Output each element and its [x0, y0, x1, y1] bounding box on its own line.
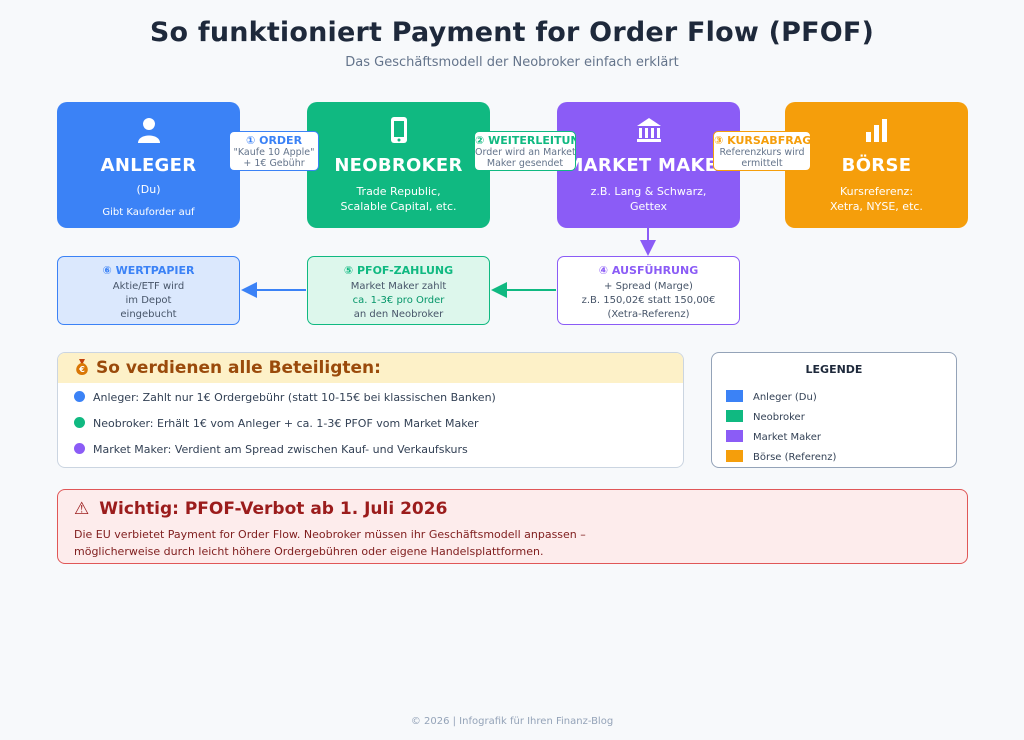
- step-wertpapier: ⑥ WERTPAPIER Aktie/ETF wird im Depot ein…: [57, 256, 240, 325]
- legend-swatch: [726, 450, 743, 462]
- step-pfof-line3: an den Neobroker: [353, 309, 444, 320]
- warning-icon: ⚠: [74, 499, 90, 519]
- benefits-title: So verdienen alle Beteiligten:: [96, 358, 381, 378]
- step-pfof-title: ⑤ PFOF-ZAHLUNG: [343, 264, 454, 277]
- phone-icon: [307, 116, 490, 151]
- legend-label: Anleger (Du): [753, 392, 817, 403]
- card-anleger-desc: Gibt Kauforder auf: [102, 207, 195, 218]
- person-icon: [57, 116, 240, 151]
- legend-label: Neobroker: [753, 412, 805, 423]
- step-pfof-line1: Market Maker zahlt: [350, 281, 447, 292]
- connector-weiterleitung-line2: Maker gesendet: [486, 158, 564, 169]
- money-bag-icon: €: [74, 356, 90, 386]
- card-neobroker-name: NEOBROKER: [334, 155, 463, 176]
- legend-swatch: [726, 430, 743, 442]
- connector-order-title: ① ORDER: [245, 134, 303, 147]
- benefits-box: € So verdienen alle Beteiligten: Anleger…: [57, 352, 684, 468]
- chart-icon: [785, 116, 968, 151]
- card-boerse-name: BÖRSE: [841, 155, 912, 176]
- step-wertpapier-line2: im Depot: [125, 295, 172, 306]
- warning-body: Die EU verbietet Payment for Order Flow.…: [74, 526, 974, 560]
- connector-order: ① ORDER "Kaufe 10 Apple" + 1€ Gebühr: [229, 131, 319, 171]
- warning-line1: Die EU verbietet Payment for Order Flow.…: [74, 528, 586, 541]
- card-neobroker-desc2: Scalable Capital, etc.: [340, 200, 457, 213]
- connector-kursabfrage-line1: Referenzkurs wird: [719, 147, 805, 158]
- connector-kursabfrage: ③ KURSABFRAGE Referenzkurs wird ermittel…: [713, 131, 811, 171]
- step-ausfuehrung: ④ AUSFÜHRUNG + Spread (Marge) z.B. 150,0…: [557, 256, 740, 325]
- footer: © 2026 | Infografik für Ihren Finanz-Blo…: [410, 716, 614, 727]
- connector-order-line2: + 1€ Gebühr: [243, 158, 305, 169]
- card-anleger-name: ANLEGER: [100, 155, 197, 176]
- card-boerse-desc2: Xetra, NYSE, etc.: [830, 200, 923, 213]
- step-pfof-line2: ca. 1-3€ pro Order: [352, 295, 445, 306]
- benefits-header: € So verdienen alle Beteiligten:: [58, 353, 683, 383]
- warning-line2: möglicherweise durch leicht höhere Order…: [74, 545, 544, 558]
- benefit-item-market-maker-text: Market Maker: Verdient am Spread zwische…: [93, 443, 468, 456]
- benefit-item-neobroker: Neobroker: Erhält 1€ vom Anleger + ca. 1…: [74, 417, 479, 430]
- step-pfof-zahlung: ⑤ PFOF-ZAHLUNG Market Maker zahlt ca. 1-…: [307, 256, 490, 325]
- legend-swatch: [726, 390, 743, 402]
- card-boerse: BÖRSE Kursreferenz: Xetra, NYSE, etc.: [785, 102, 968, 228]
- legend-item-anleger: Anleger (Du): [726, 390, 817, 403]
- legend-label: Market Maker: [753, 432, 822, 443]
- card-neobroker-desc1: Trade Republic,: [356, 185, 441, 198]
- page-subtitle: Das Geschäftsmodell der Neobroker einfac…: [345, 55, 679, 70]
- card-neobroker: NEOBROKER Trade Republic, Scalable Capit…: [307, 102, 490, 228]
- card-boerse-desc1: Kursreferenz:: [839, 185, 914, 198]
- legend-item-neobroker: Neobroker: [726, 410, 805, 423]
- legend-label: Börse (Referenz): [753, 452, 837, 463]
- connector-order-line1: "Kaufe 10 Apple": [233, 147, 315, 158]
- card-market-maker-name: MARKET MAKER: [565, 155, 732, 176]
- legend-item-market-maker: Market Maker: [726, 430, 821, 443]
- connector-weiterleitung-line1: Order wird an Market: [475, 147, 576, 158]
- connector-weiterleitung: ② WEITERLEITUNG Order wird an Market Mak…: [474, 131, 576, 171]
- bullet-dot-icon: [74, 417, 85, 428]
- legend-swatch: [726, 410, 743, 422]
- bank-icon: [557, 116, 740, 151]
- step-ausfuehrung-line3: (Xetra-Referenz): [607, 309, 690, 320]
- benefit-item-anleger-text: Anleger: Zahlt nur 1€ Ordergebühr (statt…: [93, 391, 496, 404]
- card-market-maker-desc1: z.B. Lang & Schwarz,: [590, 185, 707, 198]
- benefit-item-market-maker: Market Maker: Verdient am Spread zwische…: [74, 443, 468, 456]
- card-market-maker-desc2: Gettex: [629, 200, 667, 213]
- connector-weiterleitung-title: ② WEITERLEITUNG: [475, 134, 575, 147]
- connector-kursabfrage-line2: ermittelt: [741, 158, 783, 169]
- legend-item-boerse: Börse (Referenz): [726, 450, 836, 463]
- legend-box: LEGENDE Anleger (Du) Neobroker Market Ma…: [711, 352, 957, 468]
- svg-text:€: €: [78, 365, 85, 374]
- bullet-dot-icon: [74, 391, 85, 402]
- card-anleger: ANLEGER (Du) Gibt Kauforder auf: [57, 102, 240, 228]
- card-market-maker: MARKET MAKER z.B. Lang & Schwarz, Gettex: [557, 102, 740, 228]
- benefit-item-neobroker-text: Neobroker: Erhält 1€ vom Anleger + ca. 1…: [93, 417, 479, 430]
- warning-title-row: ⚠ Wichtig: PFOF-Verbot ab 1. Juli 2026: [74, 499, 447, 519]
- warning-title: Wichtig: PFOF-Verbot ab 1. Juli 2026: [99, 499, 448, 519]
- legend-title: LEGENDE: [805, 363, 863, 376]
- step-wertpapier-line1: Aktie/ETF wird: [112, 281, 185, 292]
- step-wertpapier-line3: eingebucht: [120, 309, 177, 320]
- page-title: So funktioniert Payment for Order Flow (…: [149, 17, 875, 48]
- benefit-item-anleger: Anleger: Zahlt nur 1€ Ordergebühr (statt…: [74, 391, 496, 404]
- card-anleger-sub: (Du): [136, 183, 161, 196]
- step-ausfuehrung-line1: + Spread (Marge): [604, 281, 693, 292]
- step-ausfuehrung-line2: z.B. 150,02€ statt 150,00€: [581, 295, 716, 306]
- bullet-dot-icon: [74, 443, 85, 454]
- warning-box: ⚠ Wichtig: PFOF-Verbot ab 1. Juli 2026 Di…: [57, 489, 968, 564]
- step-ausfuehrung-title: ④ AUSFÜHRUNG: [598, 264, 699, 277]
- step-wertpapier-title: ⑥ WERTPAPIER: [102, 264, 195, 277]
- connector-kursabfrage-title: ③ KURSABFRAGE: [714, 134, 811, 147]
